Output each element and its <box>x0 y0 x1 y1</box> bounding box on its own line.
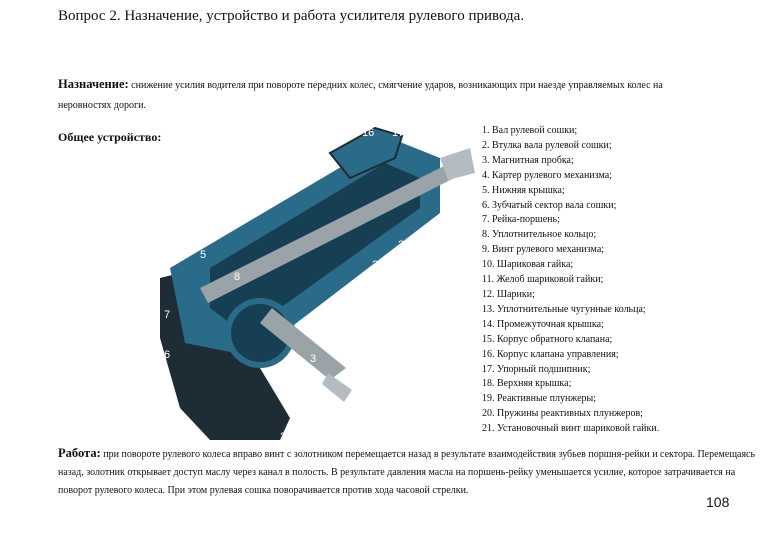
list-item: 20. Пружины реактивных плунжеров; <box>482 408 643 420</box>
list-item: 4. Картер рулевого механизма; <box>482 169 612 181</box>
list-item: 12. Шарики; <box>482 288 535 300</box>
callout-19: 19 <box>430 227 442 239</box>
callout-3: 3 <box>310 353 316 365</box>
callout-13: 13 <box>265 149 277 161</box>
work-text: при повороте рулевого колеса вправо винт… <box>58 449 756 496</box>
callout-21: 21 <box>372 259 384 271</box>
list-item: 6. Зубчатый сектор вала сошки; <box>482 199 617 211</box>
purpose-label: Назначение: <box>58 77 129 91</box>
callout-11: 11 <box>235 171 246 183</box>
callout-1: 1 <box>340 409 346 421</box>
callout-14: 14 <box>295 137 307 149</box>
list-item: 15. Корпус обратного клапана; <box>482 333 613 345</box>
list-item: 18. Верхняя крышка; <box>482 378 572 390</box>
page-number: 108 <box>706 494 730 510</box>
input-shaft-end <box>440 148 475 180</box>
callout-16: 16 <box>362 127 374 139</box>
callout-15: 15 <box>338 131 350 143</box>
callout-12: 12 <box>250 159 262 171</box>
callout-20: 20 <box>398 239 410 251</box>
steering-screw <box>200 163 458 303</box>
list-item: 16. Корпус клапана управления; <box>482 348 619 360</box>
page-title: Вопрос 2. Назначение, устройство и работ… <box>58 8 525 24</box>
pitman-shaft <box>260 308 346 380</box>
list-item: 3. Магнитная пробка; <box>482 154 574 166</box>
callout-4: 4 <box>168 399 174 411</box>
pitman-shaft-end <box>322 373 352 402</box>
callout-2: 2 <box>280 431 286 443</box>
valve-body <box>328 126 404 180</box>
list-item: 7. Рейка-поршень; <box>482 214 560 226</box>
callout-9: 9 <box>190 194 196 206</box>
list-item: 19. Реактивные плунжеры; <box>482 393 597 405</box>
callout-5: 5 <box>200 249 206 261</box>
list-item: 14. Промежуточная крышка; <box>482 318 604 330</box>
list-item: 9. Винт рулевого механизма; <box>482 244 605 256</box>
callout-labels: 7 6 4 9 10 11 12 13 14 15 16 17 18 19 20… <box>164 127 452 443</box>
structure-label: Общее устройство: <box>58 130 162 144</box>
list-item: 17. Упорный подшипник; <box>482 363 591 375</box>
list-item: 1. Вал рулевой сошки; <box>482 125 578 136</box>
callout-6: 6 <box>164 349 170 361</box>
list-item: 10. Шариковая гайка; <box>482 259 574 271</box>
work-label: Работа: <box>58 446 101 460</box>
list-item: 11. Желоб шариковой гайки; <box>482 274 604 286</box>
list-item: 2. Втулка вала рулевой сошки; <box>482 139 612 151</box>
list-item: 21. Установочный винт шариковой гайки. <box>482 423 660 435</box>
callout-8: 8 <box>234 271 240 283</box>
callout-10: 10 <box>212 184 224 196</box>
power-steering-diagram: 7 6 4 9 10 11 12 13 14 15 16 17 18 19 20… <box>160 126 475 443</box>
work-paragraph: Работа: при повороте рулевого колеса впр… <box>58 444 770 500</box>
list-item: 5. Нижняя крышка; <box>482 184 565 196</box>
list-item: 8. Уплотнительное кольцо; <box>482 229 597 241</box>
list-item: 13. Уплотнительные чугунные кольца; <box>482 303 646 315</box>
callout-18: 18 <box>440 189 452 201</box>
purpose-paragraph: Назначение: снижение усилия водителя при… <box>58 75 698 115</box>
purpose-text: снижение усилия водителя при повороте пе… <box>58 80 663 111</box>
parts-list: 1. Вал рулевой сошки; 2. Втулка вала рул… <box>482 124 659 437</box>
callout-17: 17 <box>392 127 404 139</box>
callout-7: 7 <box>164 309 170 321</box>
